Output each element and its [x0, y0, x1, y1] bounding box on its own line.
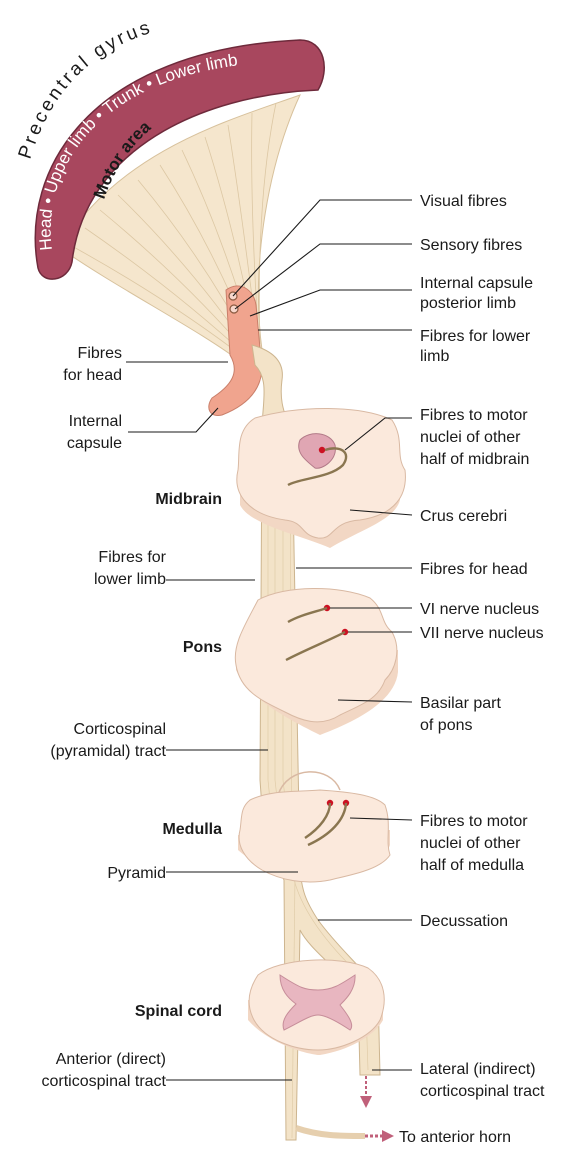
label-fibres-lower-2: lower limb	[94, 571, 166, 588]
label-anterior-horn: To anterior horn	[399, 1129, 511, 1146]
label-fibres-for-head: Fibres for head	[420, 561, 528, 578]
lateral-tract-arrow	[360, 1076, 372, 1108]
label-basilar-2: of pons	[420, 717, 472, 734]
label-internal-capsule-1: Internal	[69, 413, 122, 430]
label-fibres-lower-limb-1: Fibres for lower	[420, 328, 531, 345]
label-visual-fibres: Visual fibres	[420, 193, 507, 210]
label-spinal-cord: Spinal cord	[135, 1003, 222, 1020]
label-basilar-1: Basilar part	[420, 695, 501, 712]
pons-section	[234, 588, 398, 735]
label-sensory-fibres: Sensory fibres	[420, 237, 522, 254]
label-decussation: Decussation	[420, 913, 508, 930]
label-ic-posterior-1: Internal capsule	[420, 275, 533, 292]
label-lateral-1: Lateral (indirect)	[420, 1061, 536, 1078]
label-vi-nucleus: VI nerve nucleus	[420, 601, 539, 618]
label-crus-cerebri: Crus cerebri	[420, 508, 507, 525]
spinal-grey-matter	[279, 974, 356, 1031]
label-pyramid: Pyramid	[107, 865, 166, 882]
midbrain-nucleus-dot	[318, 446, 326, 454]
label-corticospinal-1: Corticospinal	[74, 721, 166, 738]
label-anterior-1: Anterior (direct)	[56, 1051, 166, 1068]
label-motor-mid-1: Fibres to motor	[420, 407, 528, 424]
label-fibres-head-2: for head	[63, 367, 122, 384]
label-fibres-lower-1: Fibres for	[98, 549, 166, 566]
label-motor-mid-2: nuclei of other	[420, 429, 521, 446]
midbrain-section	[236, 408, 406, 548]
label-fibres-head-1: Fibres	[78, 345, 122, 362]
label-lateral-2: corticospinal tract	[420, 1083, 545, 1100]
label-vii-nucleus: VII nerve nucleus	[420, 625, 544, 642]
anterior-horn-arrow	[295, 1125, 394, 1142]
midbrain-nucleus	[298, 433, 336, 469]
label-motor-med-3: half of medulla	[420, 857, 524, 874]
label-motor-mid-3: half of midbrain	[420, 451, 529, 468]
medulla-section	[238, 771, 391, 883]
label-corticospinal-2: (pyramidal) tract	[50, 743, 166, 760]
label-fibres-lower-limb-2: limb	[420, 348, 449, 365]
label-internal-capsule-2: capsule	[67, 435, 122, 452]
label-motor-med-2: nuclei of other	[420, 835, 521, 852]
label-midbrain: Midbrain	[155, 491, 222, 508]
label-motor-med-1: Fibres to motor	[420, 813, 528, 830]
leader-lines	[126, 199, 413, 1081]
label-ic-posterior-2: posterior limb	[420, 295, 516, 312]
sensory-fibres-marker	[229, 304, 239, 314]
label-medulla: Medulla	[162, 821, 222, 838]
label-pons: Pons	[183, 639, 222, 656]
spinal-cord-section	[248, 959, 385, 1055]
label-anterior-2: corticospinal tract	[42, 1073, 167, 1090]
